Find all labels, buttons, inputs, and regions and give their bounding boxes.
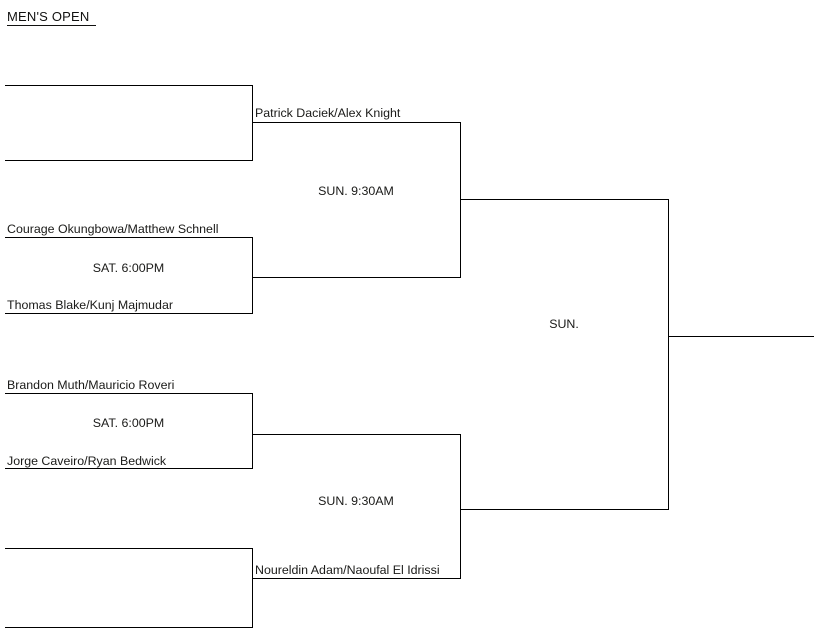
qf2-connector [252,237,253,314]
sf2-top-slot-line [252,434,460,435]
qf3-bottom-slot-line [5,468,252,469]
qf3-match-time: SAT. 6:00PM [92,416,165,430]
final-connector [668,199,669,510]
qf3-bottom-team-label: Jorge Caveiro/Ryan Bedwick [7,454,167,468]
qf2-match-time: SAT. 6:00PM [92,261,165,275]
qf1-top-slot-line [5,85,252,86]
qf4-connector [252,548,253,628]
final-bottom-slot-line [460,509,668,510]
qf4-top-slot-line [5,548,252,549]
page-title: MEN'S OPEN [7,9,96,26]
qf2-bottom-slot-line [5,313,252,314]
sf2-match-time: SUN. 9:30AM [318,494,394,508]
sf2-connector [460,434,461,579]
sf1-top-slot-line [252,122,460,123]
champion-slot-line [668,336,814,337]
sf1-bottom-slot-line [252,277,460,278]
qf3-top-team-label: Brandon Muth/Mauricio Roveri [7,378,175,392]
qf3-connector [252,393,253,469]
sf2-advancing-team-label: Noureldin Adam/Naoufal El Idrissi [255,563,440,577]
sf1-connector [460,122,461,278]
final-match-time: SUN. [549,317,579,331]
sf1-advancing-team-label: Patrick Daciek/Alex Knight [255,106,401,120]
final-top-slot-line [460,199,668,200]
sf1-match-time: SUN. 9:30AM [318,184,394,198]
qf3-top-slot-line [5,393,252,394]
qf1-connector [252,85,253,161]
qf2-top-slot-line [5,237,252,238]
qf1-bottom-slot-line [5,160,252,161]
qf2-top-team-label: Courage Okungbowa/Matthew Schnell [7,222,219,236]
sf2-bottom-slot-line [252,578,460,579]
qf2-bottom-team-label: Thomas Blake/Kunj Majmudar [7,298,173,312]
qf4-bottom-slot-line [5,627,252,628]
